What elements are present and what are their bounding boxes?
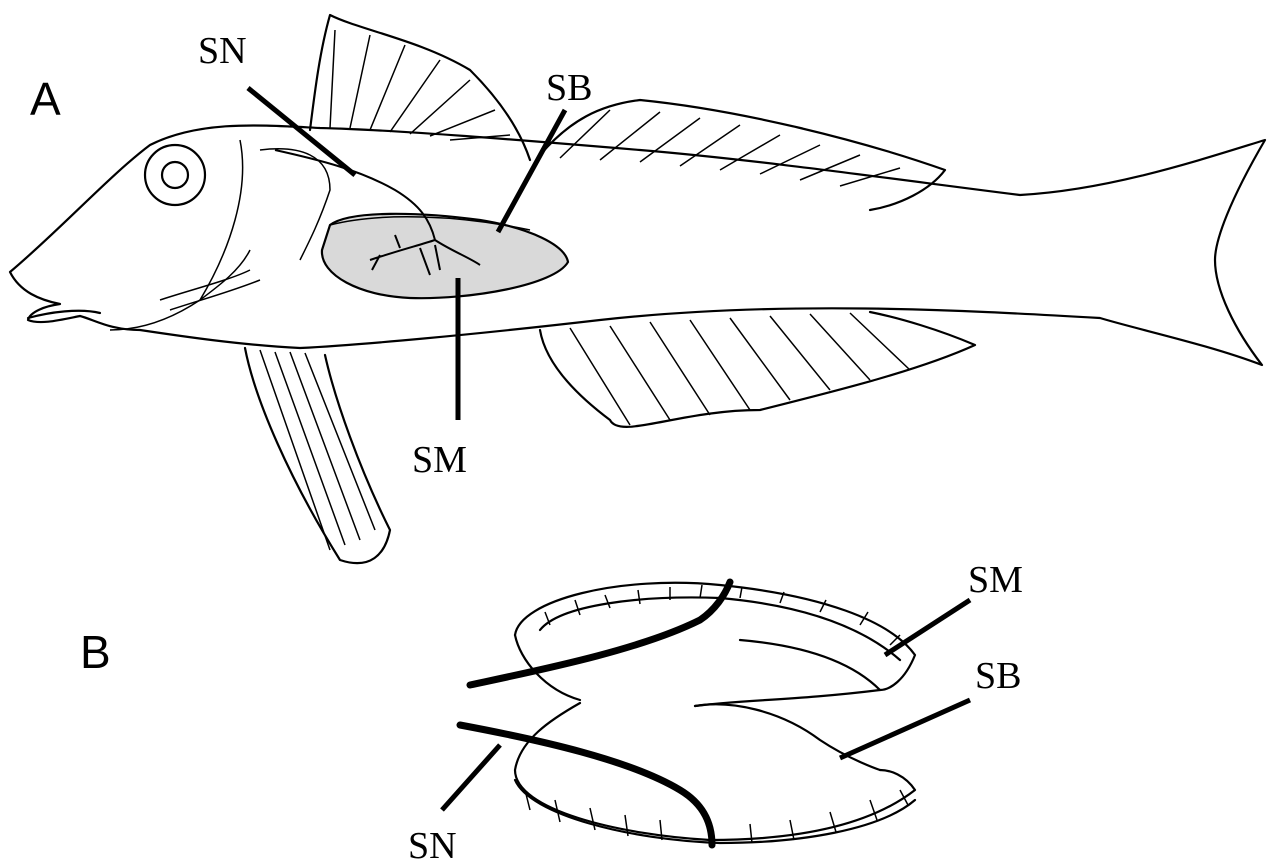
- label-sm-b: SM: [968, 559, 1023, 601]
- fish-body: [8, 13, 1267, 565]
- label-sb-b: SB: [975, 655, 1021, 697]
- leader-sn-b: [440, 743, 502, 812]
- leader-sb: [495, 108, 568, 234]
- swim-bladder: [320, 212, 570, 300]
- leader-sb-b: [838, 697, 972, 761]
- leader-sm-b: [883, 597, 972, 658]
- leader-sn: [246, 86, 357, 177]
- label-sm: SM: [412, 439, 467, 481]
- label-sn: SN: [198, 30, 247, 72]
- label-sb: SB: [546, 67, 592, 109]
- label-sn-b: SN: [408, 825, 457, 864]
- sonic-nerve-upper: [466, 578, 734, 689]
- panel-a-letter: A: [30, 73, 61, 125]
- swim-bladder-detail: [513, 581, 917, 845]
- eye: [143, 143, 207, 207]
- sonic-nerve-lower: [456, 721, 716, 849]
- panel-b-letter: B: [80, 626, 111, 678]
